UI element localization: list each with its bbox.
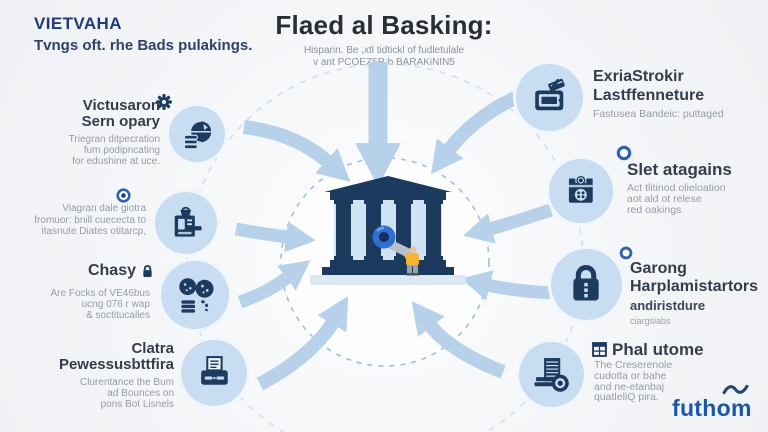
gear-icon xyxy=(156,94,172,110)
page-subtitle: Hisparin. Be ,xtl tidtickl of fudletulal… xyxy=(303,45,465,68)
item-title-line: Lastffenneture xyxy=(593,87,705,104)
right-item-1: ExriaStrokir Lastffenneture Fastusea Ban… xyxy=(593,67,758,120)
left-circle-1 xyxy=(166,103,228,165)
wave-icon xyxy=(722,384,749,395)
left-circle-3 xyxy=(158,258,232,332)
item-desc: Act tlitinod olieloation aot ald ot rele… xyxy=(627,182,726,216)
left-item-1: Victusaron Sern opary Triegran ditpecrat… xyxy=(12,97,160,168)
lock-mini-icon xyxy=(143,265,152,278)
right-circle-3 xyxy=(548,246,625,323)
item-desc: The Creserenole cudotla or bahe and ne-e… xyxy=(594,359,673,404)
item-desc: Viagran dale giotra fromuor: bnill cuece… xyxy=(34,203,146,237)
item-title-line: Phal utome xyxy=(612,340,704,359)
item-title-line: Chasy xyxy=(87,262,136,279)
padlock-icon xyxy=(573,265,600,301)
arrow-left-4 xyxy=(256,296,349,391)
brand-block: VIETVAHA Tvngs oft. rhe Bads pulakings. xyxy=(34,14,252,54)
item-title-line: Harplamistartors xyxy=(630,278,759,295)
logo-text: futhom xyxy=(672,395,752,421)
item-desc: ciargsiabs xyxy=(630,316,671,326)
left-item-2: Viagran dale giotra fromuor: bnill cuece… xyxy=(8,203,146,238)
item-title-line: Garong xyxy=(630,260,687,277)
item-title-line: Pewessusbttfira xyxy=(58,356,174,373)
brand-title: VIETVAHA xyxy=(34,14,122,33)
inner-dashed-ring xyxy=(280,157,490,367)
right-item-3: Garong Harplamistartors andiristdure cia… xyxy=(630,260,765,326)
item-desc: Triegran ditpecration fum podipncating f… xyxy=(68,134,160,167)
arrow-right-4 xyxy=(411,301,506,379)
bank-building-icon xyxy=(310,176,466,285)
lens-handle xyxy=(388,240,415,259)
left-item-3-title: Chasy xyxy=(8,263,154,279)
left-item-3: Are Focks of VE46bus ucng 076 r wap & so… xyxy=(8,288,151,321)
arrow-left-3 xyxy=(237,260,311,309)
right-circle-1 xyxy=(513,61,586,134)
right-item-4: The Creserenole cudotla or bahe and ne-e… xyxy=(594,360,734,403)
item-title-line: Sern opary xyxy=(81,113,160,130)
left-circle-4 xyxy=(178,337,250,409)
person-figure xyxy=(404,246,419,276)
left-circle-2 xyxy=(152,189,220,257)
arrow-right-2 xyxy=(462,203,553,244)
register-camera-icon xyxy=(569,176,593,203)
arrow-right-1 xyxy=(430,91,518,175)
arrow-left-2 xyxy=(234,221,316,253)
building-coin-icon xyxy=(534,358,570,393)
arrow-left-1 xyxy=(243,120,351,182)
ring-icon xyxy=(616,145,632,161)
item-desc: Clurentance the Bum ad Bounces on pons B… xyxy=(80,377,174,410)
page-title: Flaed al Basking: xyxy=(275,10,493,40)
left-item-4: Clatra Pewessusbttfira Clurentance the B… xyxy=(28,340,174,411)
brand-subtitle: Tvngs oft. rhe Bads pulakings. xyxy=(34,37,253,54)
item-title-line: ExriaStrokir xyxy=(593,68,684,85)
network-nodes-icon xyxy=(179,278,214,313)
item-title-line: Slet atagains xyxy=(627,160,732,179)
item-subtitle: andiristdure xyxy=(630,298,706,313)
wallet-card-icon xyxy=(534,78,565,110)
center-header: Flaed al Basking: Hisparin. Be ,xtl tidt… xyxy=(234,10,534,69)
target-icon xyxy=(116,188,131,203)
item-desc: Fastusea Bandeic: puttaged xyxy=(593,108,724,120)
arrow-group xyxy=(234,62,553,391)
item-title-line: Victusaron xyxy=(82,97,160,114)
right-circle-2 xyxy=(546,156,616,226)
ring-icon xyxy=(619,246,633,260)
item-desc: Are Focks of VE46bus ucng 076 r wap & so… xyxy=(50,288,151,321)
right-circle-4 xyxy=(516,339,587,410)
globe-coins-icon xyxy=(183,120,211,149)
grid-icon xyxy=(592,342,607,357)
item-title-line: Clatra xyxy=(131,340,174,357)
atm-machine-icon xyxy=(174,206,202,237)
arrow-right-3 xyxy=(460,270,551,301)
blue-lens-icon xyxy=(372,225,396,249)
right-item-4-title: Phal utome xyxy=(592,340,704,359)
right-item-2: Slet atagains Act tlitinod olieloation a… xyxy=(627,160,762,216)
logo: futhom xyxy=(672,395,752,422)
printer-icon xyxy=(200,355,228,385)
